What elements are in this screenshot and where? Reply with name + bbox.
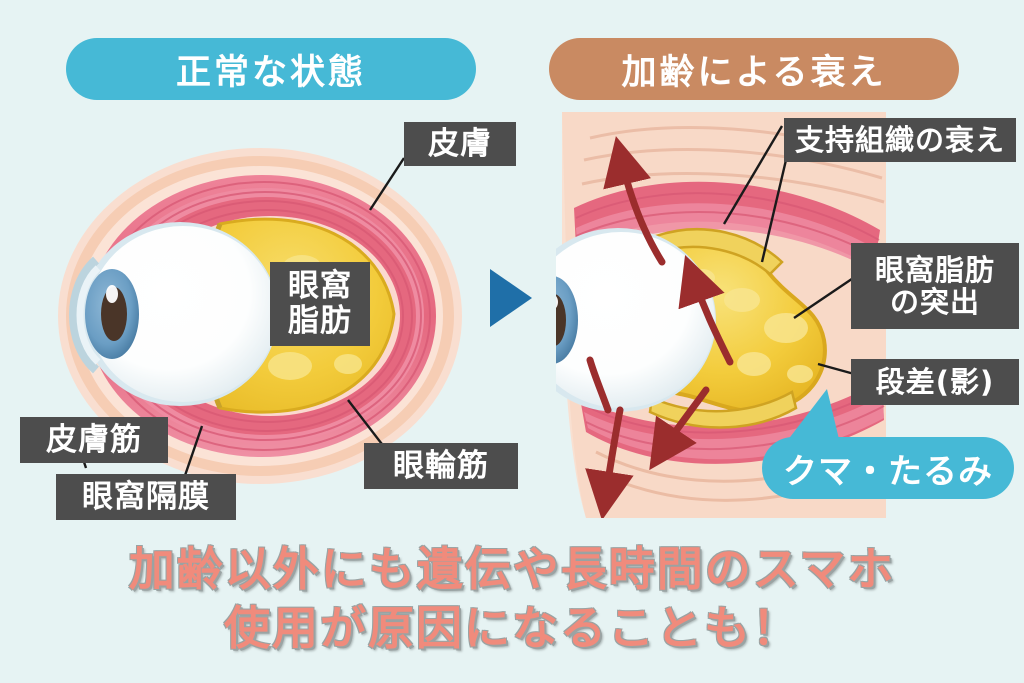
aged-eye-cross-section-illustration bbox=[556, 112, 886, 518]
label-skin: 皮膚 bbox=[404, 122, 516, 166]
normal-eye-cross-section-illustration bbox=[58, 148, 462, 491]
label-orbital-fat: 眼窩 脂肪 bbox=[270, 262, 370, 346]
label-support-tissue-weakening: 支持組織の衰え bbox=[784, 118, 1016, 162]
label-skin-muscle: 皮膚筋 bbox=[20, 417, 168, 463]
eyeball bbox=[556, 232, 715, 408]
label-orbital-fat-protrusion: 眼窩脂肪 の突出 bbox=[851, 243, 1019, 329]
pupil bbox=[101, 287, 127, 341]
eyeball bbox=[89, 226, 277, 402]
label-orbicularis-oculi: 眼輪筋 bbox=[364, 443, 518, 489]
label-orbital-septum: 眼窩隔膜 bbox=[56, 474, 236, 520]
play-triangle-icon bbox=[490, 269, 532, 327]
bottom-caption: 加齢以外にも遺伝や長時間のスマホ 使用が原因になることも！ bbox=[128, 542, 896, 655]
iris bbox=[556, 276, 578, 364]
pupil bbox=[556, 294, 566, 346]
header-pill-aged: 加齢による衰え bbox=[549, 38, 959, 100]
label-step-shadow: 段差(影) bbox=[851, 359, 1019, 405]
direction-arrows bbox=[585, 136, 734, 518]
speech-bubble-dark-circles-sagging: クマ・たるみ bbox=[762, 437, 1014, 499]
header-pill-normal: 正常な状態 bbox=[66, 38, 476, 100]
